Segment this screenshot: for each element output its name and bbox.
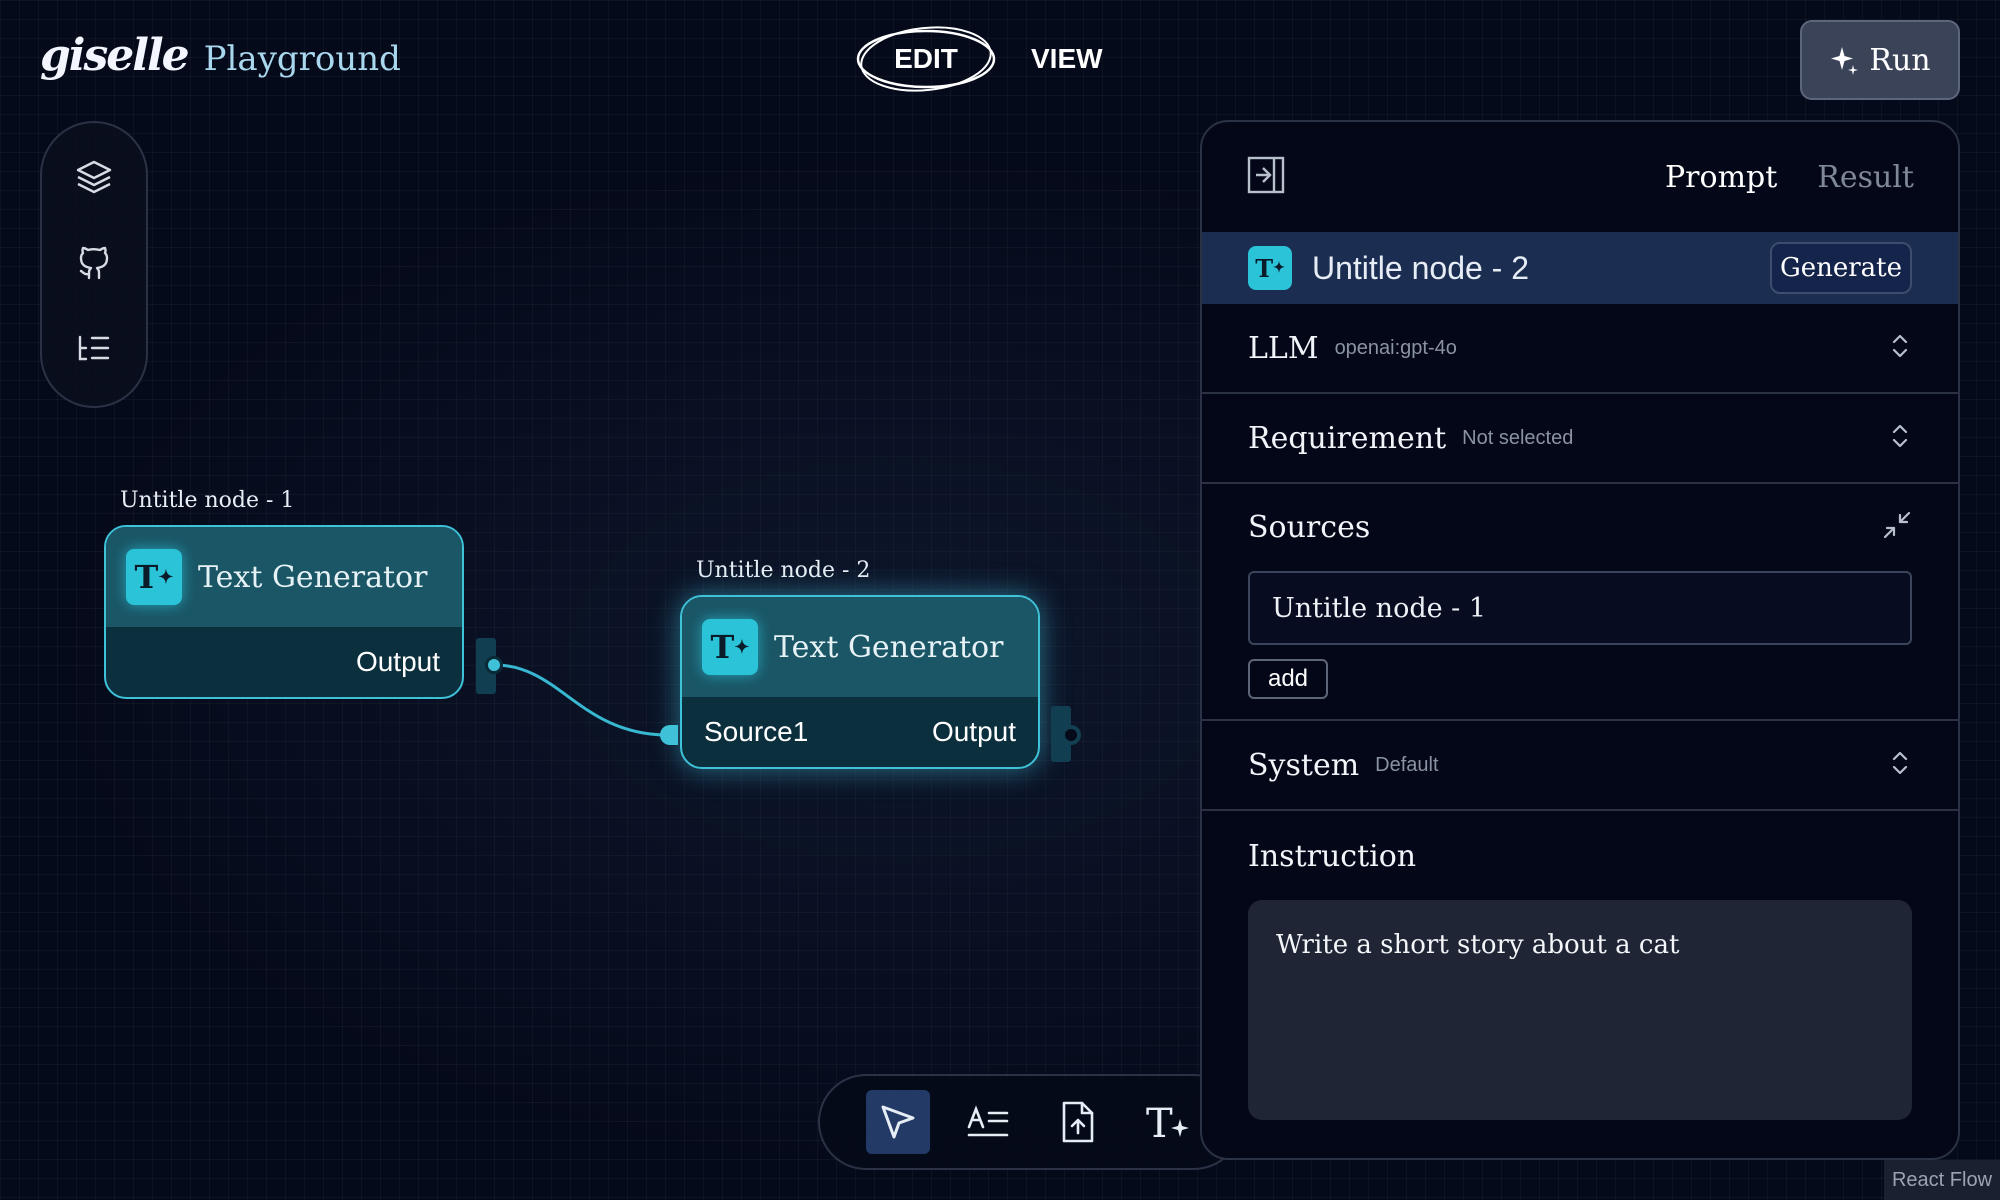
badge-sparkle: ✦ (1273, 260, 1285, 276)
node-1-title: Untitle node - 1 (120, 488, 295, 513)
layers-icon[interactable] (70, 153, 118, 201)
node-1-badge-letter: T (134, 558, 159, 596)
bottom-toolbar: T (818, 1074, 1242, 1170)
mode-view-button[interactable]: VIEW (1031, 43, 1103, 74)
collapse-arrows-icon[interactable] (1882, 510, 1912, 545)
node-2-footer: Source1 Output (682, 697, 1038, 767)
llm-label: LLM (1248, 330, 1319, 366)
node-1-output-handle[interactable] (485, 656, 503, 674)
properties-panel: Prompt Result T✦ Untitle node - 2 Genera… (1200, 120, 1960, 1160)
node-1-type: Text Generator (198, 559, 428, 595)
tab-prompt[interactable]: Prompt (1664, 159, 1778, 195)
app-logo[interactable]: giselle Playground (40, 30, 401, 81)
instruction-section: Instruction Write a short story about a … (1202, 811, 1958, 1148)
requirement-row[interactable]: Requirement Not selected (1202, 394, 1958, 484)
file-upload-icon[interactable] (1046, 1090, 1110, 1154)
list-indent-icon[interactable] (70, 325, 118, 373)
node-1-footer: Output (106, 627, 462, 697)
sparkle-icon (1831, 47, 1859, 75)
run-button[interactable]: Run (1800, 20, 1960, 100)
node-text-generator-1[interactable]: T✦ Text Generator Output (104, 525, 464, 699)
text-generator-icon: T✦ (702, 619, 758, 675)
node-2-output-handle[interactable] (1061, 725, 1081, 745)
node-2-title: Untitle node - 2 (696, 558, 871, 583)
sources-header: Sources (1248, 510, 1912, 545)
system-value: Default (1375, 753, 1439, 776)
text-generator-icon: T✦ (126, 549, 182, 605)
add-source-button[interactable]: add (1248, 659, 1328, 699)
edit-ring-icon (856, 26, 996, 92)
react-flow-attribution[interactable]: React Flow (1884, 1160, 2000, 1200)
node-1-header: T✦ Text Generator (106, 527, 462, 627)
panel-header: Prompt Result (1202, 122, 1958, 232)
badge-sparkle: ✦ (158, 566, 174, 588)
chevron-up-down-icon[interactable] (1888, 421, 1912, 456)
node-2-type: Text Generator (774, 629, 1004, 665)
sources-label: Sources (1248, 510, 1371, 545)
node-text-generator-2[interactable]: T✦ Text Generator Source1 Output (680, 595, 1040, 769)
run-label: Run (1869, 42, 1931, 78)
system-row[interactable]: System Default (1202, 721, 1958, 811)
generate-button[interactable]: Generate (1770, 242, 1912, 294)
sources-section: Sources Untitle node - 1 add (1202, 484, 1958, 721)
llm-value: openai:gpt-4o (1334, 336, 1457, 359)
requirement-label: Requirement (1248, 420, 1447, 456)
text-generator-icon: T (1146, 1101, 1189, 1145)
text-prompt-icon[interactable] (956, 1090, 1020, 1154)
text-generator-tool-icon[interactable]: T (1136, 1090, 1200, 1154)
text-generator-icon: T✦ (1248, 246, 1292, 290)
panel-tabs: Prompt Result (1665, 160, 1914, 195)
tab-result[interactable]: Result (1817, 159, 1914, 195)
app-name: Playground (203, 39, 401, 79)
llm-row[interactable]: LLM openai:gpt-4o (1202, 304, 1958, 394)
node-2-output-label: Output (931, 716, 1016, 747)
svg-text:T: T (1146, 1101, 1173, 1145)
requirement-value: Not selected (1462, 426, 1574, 449)
badge-sparkle: ✦ (734, 636, 750, 658)
pointer-icon[interactable] (866, 1090, 930, 1154)
instruction-textarea[interactable]: Write a short story about a cat (1248, 900, 1912, 1120)
collapse-panel-icon[interactable] (1246, 155, 1286, 200)
node-1-output-label: Output (355, 646, 440, 677)
source-item[interactable]: Untitle node - 1 (1248, 571, 1912, 645)
mode-toggle: EDIT VIEW (855, 24, 1103, 94)
chevron-up-down-icon[interactable] (1888, 748, 1912, 783)
node-2-input-handle[interactable] (660, 725, 678, 745)
node-2-header: T✦ Text Generator (682, 597, 1038, 697)
node-2-source-label: Source1 (704, 716, 809, 747)
chevron-up-down-icon[interactable] (1888, 331, 1912, 366)
node-2-badge-letter: T (710, 628, 735, 666)
selected-node-bar: T✦ Untitle node - 2 Generate (1202, 232, 1958, 304)
left-toolbar (40, 121, 148, 408)
github-icon[interactable] (70, 239, 118, 287)
mode-edit-label: EDIT (894, 43, 958, 74)
logo-wordmark: giselle (40, 30, 190, 81)
panel-badge-letter: T (1255, 253, 1274, 283)
instruction-label: Instruction (1248, 839, 1417, 874)
system-label: System (1248, 747, 1360, 783)
mode-edit-button[interactable]: EDIT (855, 24, 997, 94)
selected-node-name[interactable]: Untitle node - 2 (1312, 249, 1530, 286)
